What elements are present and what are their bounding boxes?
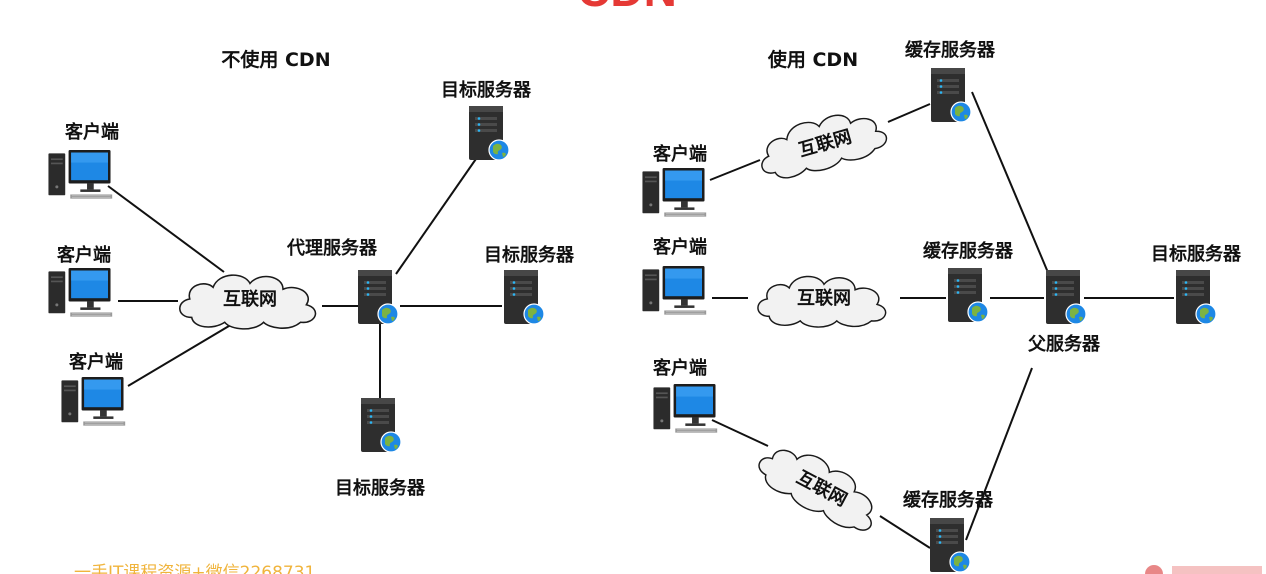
cache-server-label-2: 缓存服务器 xyxy=(923,240,1014,262)
right-target-label: 目标服务器 xyxy=(1151,243,1242,265)
page-title: CDN xyxy=(577,0,677,16)
server-icon xyxy=(930,68,972,123)
computer-icon xyxy=(48,268,113,317)
server-icon xyxy=(503,270,545,325)
right-internet-label-2: 互联网 xyxy=(797,288,851,309)
computer-icon xyxy=(642,266,707,315)
right-client-label-3: 客户端 xyxy=(653,357,707,379)
computer-icon xyxy=(642,168,707,217)
right-connections xyxy=(709,91,1174,549)
cache-server-label-1: 缓存服务器 xyxy=(905,39,996,61)
left-client-label-1: 客户端 xyxy=(65,121,119,143)
left-internet-label: 互联网 xyxy=(223,289,277,310)
server-icon xyxy=(929,518,971,573)
right-panel-with-cdn: 使用 CDN 客户端 客户端 客户端 互联网 互联网 xyxy=(642,39,1242,573)
left-target-label-3: 目标服务器 xyxy=(335,477,426,499)
left-connections xyxy=(107,155,502,398)
server-icon xyxy=(1175,270,1217,325)
logo-icon xyxy=(1145,565,1262,574)
left-target-label-1: 目标服务器 xyxy=(441,79,532,101)
server-icon xyxy=(360,398,402,453)
server-icon xyxy=(1045,270,1087,325)
right-heading: 使用 CDN xyxy=(767,49,858,71)
left-panel-no-cdn: 不使用 CDN 客户端 客户端 客户端 互联网 代理服务器 目标服务器 目标服务… xyxy=(48,49,575,499)
server-icon xyxy=(468,106,510,161)
left-heading: 不使用 CDN xyxy=(221,49,330,71)
right-client-label-1: 客户端 xyxy=(653,143,707,165)
right-client-label-2: 客户端 xyxy=(653,236,707,258)
computer-icon xyxy=(61,377,126,426)
computer-icon xyxy=(653,384,718,433)
proxy-server-label: 代理服务器 xyxy=(286,237,378,259)
left-client-label-3: 客户端 xyxy=(69,351,123,373)
cache-server-label-3: 缓存服务器 xyxy=(903,489,994,511)
server-icon xyxy=(947,268,989,323)
computer-icon xyxy=(48,150,113,199)
left-target-label-2: 目标服务器 xyxy=(484,244,575,266)
parent-server-label: 父服务器 xyxy=(1028,333,1101,355)
left-client-label-2: 客户端 xyxy=(57,244,111,266)
server-icon xyxy=(357,270,399,325)
watermark-text: 一手IT课程资源+微信2268731 xyxy=(74,563,315,574)
